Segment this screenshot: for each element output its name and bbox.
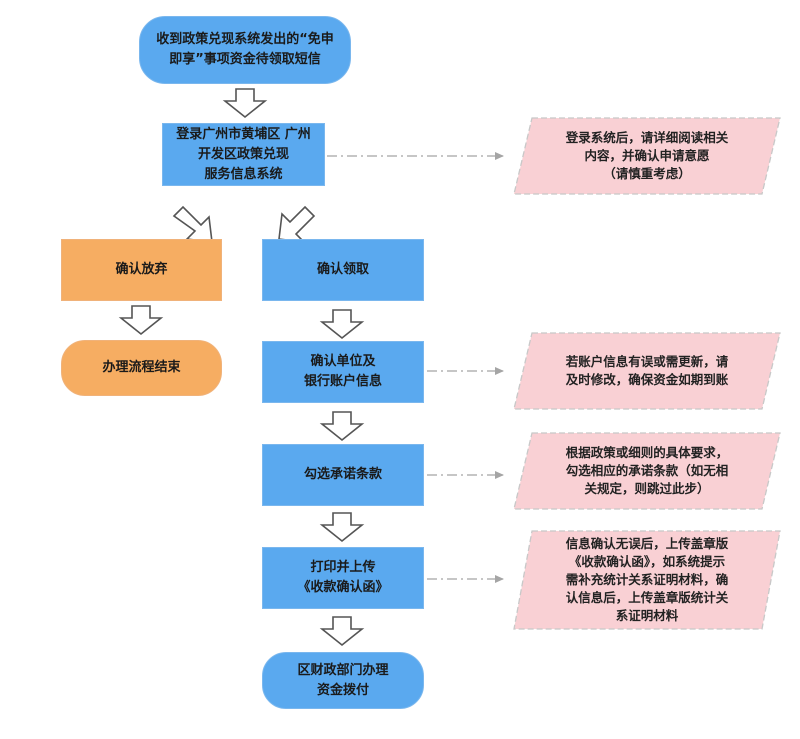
check-terms-node: 勾选承诺条款 [262,444,424,506]
down-left-arrow [172,205,213,243]
print-upload-node: 打印并上传 《收款确认函》 [262,547,424,609]
finish-node: 区财政部门办理 资金拨付 [262,652,424,709]
down-arrow-5 [319,616,365,647]
upload-note-text: 信息确认无误后，上传盖章版 《收款确认函》，如系统提示 需补充统计关系证明材料，… [565,536,729,623]
login-node: 登录广州市黄埔区 广州 开发区政策兑现 服务信息系统 [162,123,325,186]
bank-note: 若账户信息有误或需更新，请 及时修改，确保资金如期到账 [512,332,782,410]
give-up-node: 确认放弃 [61,239,222,301]
end-process-node: 办理流程结束 [61,340,222,396]
terms-note: 根据政策或细则的具体要求， 勾选相应的承诺条款（如无相 关规定，则跳过此步） [512,432,782,510]
bank-note-text: 若账户信息有误或需更新，请 及时修改，确保资金如期到账 [565,354,729,387]
upload-note: 信息确认无误后，上传盖章版 《收款确认函》，如系统提示 需补充统计关系证明材料，… [512,530,782,630]
down-arrow-4 [319,512,365,543]
down-arrow-left-1 [118,305,164,336]
login-note-text: 登录系统后，请详细阅读相关 内容，并确认申请意愿 （请慎重考虑） [565,130,729,181]
down-right-arrow [278,205,316,244]
start-node: 收到政策兑现系统发出的“免申 即享”事项资金待领取短信 [139,16,351,84]
terms-note-text: 根据政策或细则的具体要求， 勾选相应的承诺条款（如无相 关规定，则跳过此步） [565,445,729,496]
confirm-claim-node: 确认领取 [262,239,424,301]
login-note: 登录系统后，请详细阅读相关 内容，并确认申请意愿 （请慎重考虑） [512,117,782,195]
confirm-bank-node: 确认单位及 银行账户信息 [262,341,424,403]
down-arrow-2 [319,309,365,340]
down-arrow-3 [319,411,365,442]
down-arrow-1 [222,88,268,119]
